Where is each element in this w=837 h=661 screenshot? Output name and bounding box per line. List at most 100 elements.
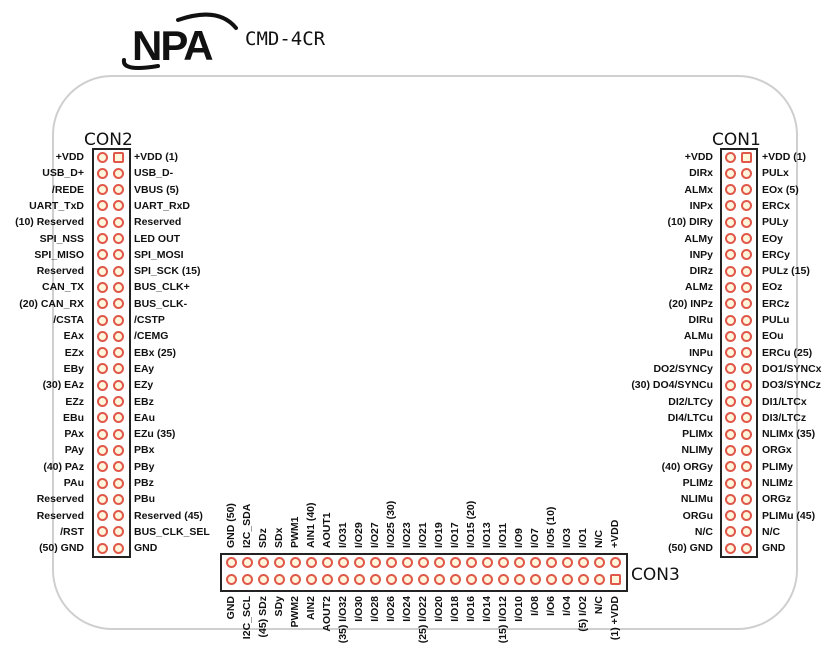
con3-top-label: I/O23	[401, 522, 413, 548]
con3-top-label: I/O9	[513, 528, 525, 548]
con3-pin	[497, 557, 509, 568]
con1-pin	[741, 493, 752, 505]
con1-pin	[725, 412, 736, 424]
con1-pin	[741, 184, 752, 196]
con3-pin	[433, 574, 445, 585]
con1-right-label: EOz	[762, 281, 783, 294]
con3-bottom-label: I/O24	[401, 596, 413, 622]
con3-pin	[289, 574, 301, 585]
con3-top-label: I/O15 (20)	[465, 500, 477, 548]
con3-pin	[241, 557, 253, 568]
con1-pin	[725, 444, 736, 456]
con1-left-label: PLIMz	[682, 477, 713, 489]
con1-title: CON1	[712, 130, 761, 150]
con3-top-label: I/O29	[353, 522, 365, 548]
con1-left-label: PLIMx	[682, 428, 713, 441]
con1-pin	[725, 526, 736, 538]
con3-top-label: AIN1 (40)	[305, 502, 317, 548]
con2-pin	[113, 151, 124, 163]
con1-pin	[725, 493, 736, 505]
con3-pin	[369, 574, 381, 585]
con2-pin	[113, 330, 124, 342]
con2-pin	[97, 444, 108, 456]
con2-right-label: EBx (25)	[134, 346, 177, 359]
con1-pin	[741, 542, 752, 554]
con3-top-label: I/O17	[449, 522, 461, 548]
con2-pin	[113, 167, 124, 179]
con3-bottom-label: I/O18	[449, 596, 461, 622]
con1-pin	[741, 444, 752, 456]
con3-top-label: I/O3	[561, 528, 573, 548]
con3-top-label: PWM1	[289, 516, 301, 549]
con1-pin	[725, 477, 736, 489]
con1-right-label: EOy	[762, 232, 784, 245]
con1-right-label: DO1/SYNCx	[762, 362, 822, 375]
npa-logo: NPA	[118, 8, 238, 78]
con3-top-label: I/O31	[337, 522, 349, 548]
con2-pin	[97, 412, 108, 424]
con1-pin	[725, 298, 736, 310]
con3-bottom-label: I/O6	[545, 596, 557, 616]
con1-pin	[741, 379, 752, 391]
con3-pin	[481, 557, 493, 568]
con3-top-label: I/O7	[529, 528, 541, 548]
con2-right-label: EAu	[134, 411, 155, 424]
con1-left-label: (30) DO4/SYNCu	[631, 379, 713, 392]
con2-left-label: EBu	[63, 411, 84, 424]
con1-pin	[741, 477, 752, 489]
con1-left-label: +VDD	[684, 151, 713, 163]
model-name: CMD-4CR	[245, 28, 326, 50]
con1-left-label: DO2/SYNCy	[653, 362, 713, 375]
con3-pin	[305, 574, 317, 585]
con1-right-label: PLIMu (45)	[762, 509, 816, 522]
con2-pin	[113, 233, 124, 244]
con2-right-label: UART_RxD	[134, 199, 191, 212]
con2-right-label: LED OUT	[134, 232, 181, 245]
con3-bottom-label: (25) I/O22	[417, 596, 429, 644]
con1-pin	[741, 265, 752, 277]
con3-top-label: I/O21	[417, 522, 429, 548]
con1-right-label: PULx	[762, 167, 789, 180]
con3-pin	[273, 574, 285, 585]
con1-pin	[741, 281, 752, 293]
con2-pin	[113, 493, 124, 505]
con2-left-label: SPI_NSS	[39, 232, 84, 245]
con2-pin	[113, 412, 124, 424]
con2-left-label: PAu	[63, 477, 84, 489]
con2-pin	[113, 526, 124, 538]
con3-bottom-label: SDy	[273, 596, 285, 617]
con1-pin	[725, 200, 736, 212]
con3-pin	[353, 574, 365, 585]
con3-pin	[497, 574, 509, 585]
con3-top-label: I/O5 (10)	[545, 506, 557, 548]
con3-pin	[593, 557, 605, 568]
con3-bottom-label: N/C	[593, 596, 605, 615]
con2-left-label: +VDD	[55, 151, 84, 163]
con1-pin	[741, 330, 752, 342]
con3-top-label: GND (50)	[225, 503, 237, 548]
con1-pin	[725, 330, 736, 342]
con3-pin	[449, 557, 461, 568]
con3-pin	[449, 574, 461, 585]
con2-right-label: USB_D-	[134, 167, 174, 180]
con1-right-label: +VDD (1)	[762, 151, 807, 163]
con3-pin	[225, 574, 237, 585]
con2-right-label: GND	[134, 542, 158, 555]
con1-pin	[741, 314, 752, 326]
con1-pin	[725, 379, 736, 391]
con2-pin	[113, 379, 124, 391]
con3-pin	[433, 557, 445, 568]
con1-left-label: (40) ORGy	[661, 460, 713, 473]
con1-left-label: DI2/LTCy	[668, 395, 713, 408]
con1-right-label: N/C	[762, 525, 781, 538]
con3-pin	[545, 574, 557, 585]
con1-left-label: DI4/LTCu	[667, 411, 713, 424]
con3-top-label: I/O27	[369, 522, 381, 548]
con3-pin	[241, 574, 253, 585]
con1-right-label: ERCz	[762, 297, 790, 310]
con2-pin	[113, 249, 124, 261]
con3-top-label: N/C	[593, 529, 605, 548]
con1-left-label: N/C	[694, 525, 713, 538]
con3-pin	[321, 557, 333, 568]
con1-pin	[741, 347, 752, 359]
